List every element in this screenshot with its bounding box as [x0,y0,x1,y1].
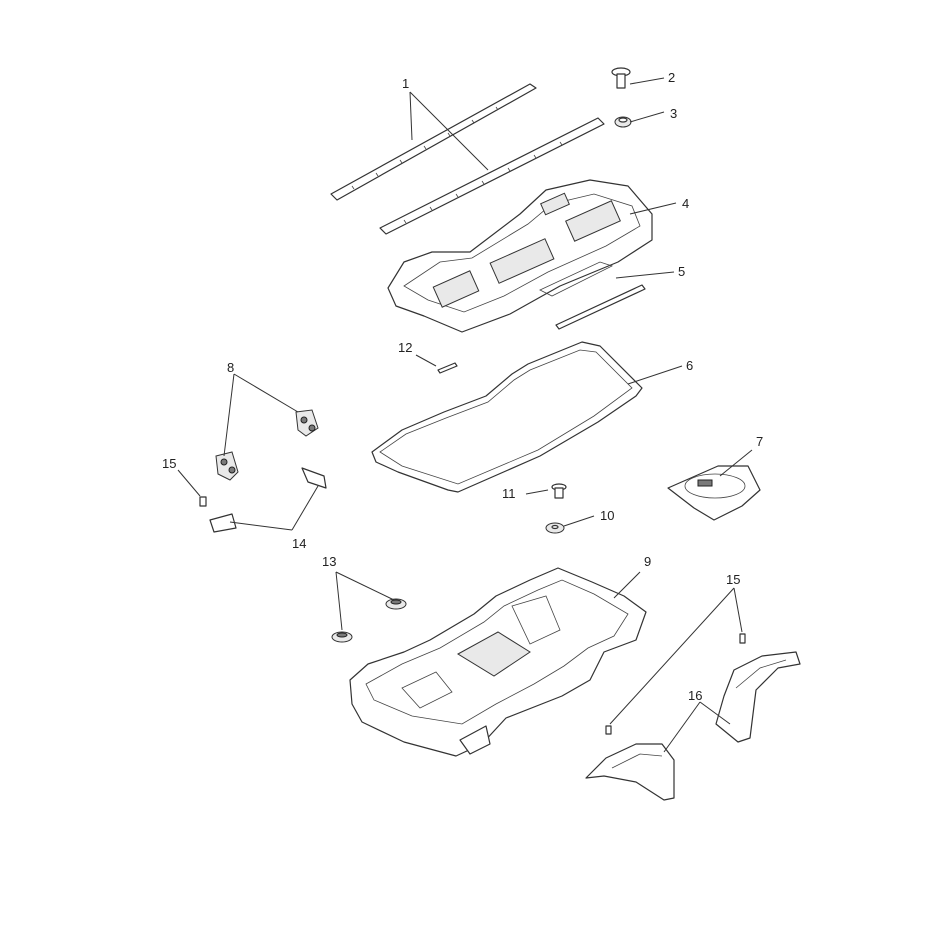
part-10-washer [545,522,565,534]
part-15-fasteners-right [605,633,746,735]
part-3-nut [614,116,632,128]
callout-4: 4 [682,196,689,211]
callout-5: 5 [678,264,685,279]
part-1-strips [330,83,605,235]
callout-14: 14 [292,536,306,551]
part-2-screw [611,67,631,89]
part-8-latches [215,409,319,481]
part-13-caps [331,598,407,643]
callout-1: 1 [402,76,409,91]
callout-11: 11 [502,486,516,501]
part-11-bolt [551,483,567,499]
part-15-fastener-left [199,496,207,507]
callout-7: 7 [756,434,763,449]
part-6-gasket [371,341,643,493]
part-9-housing [349,567,647,757]
part-12-pin [437,362,458,374]
callout-8: 8 [227,360,234,375]
part-4-cover-panel [387,179,653,333]
callout-labels: 1 2 3 4 5 6 7 8 9 10 11 12 13 14 15 15 1… [162,70,763,703]
part-7-plate [667,465,761,521]
part-16-brackets [585,651,801,801]
callout-10: 10 [600,508,614,523]
callout-9: 9 [644,554,651,569]
callout-12: 12 [398,340,412,355]
callout-6: 6 [686,358,693,373]
callout-16: 16 [688,688,702,703]
callout-3: 3 [670,106,677,121]
part-5-rod [555,284,646,330]
leader-lines [177,77,753,753]
callout-15-left: 15 [162,456,176,471]
callout-2: 2 [668,70,675,85]
callout-15-right: 15 [726,572,740,587]
part-14-clips [209,467,327,533]
callout-13: 13 [322,554,336,569]
